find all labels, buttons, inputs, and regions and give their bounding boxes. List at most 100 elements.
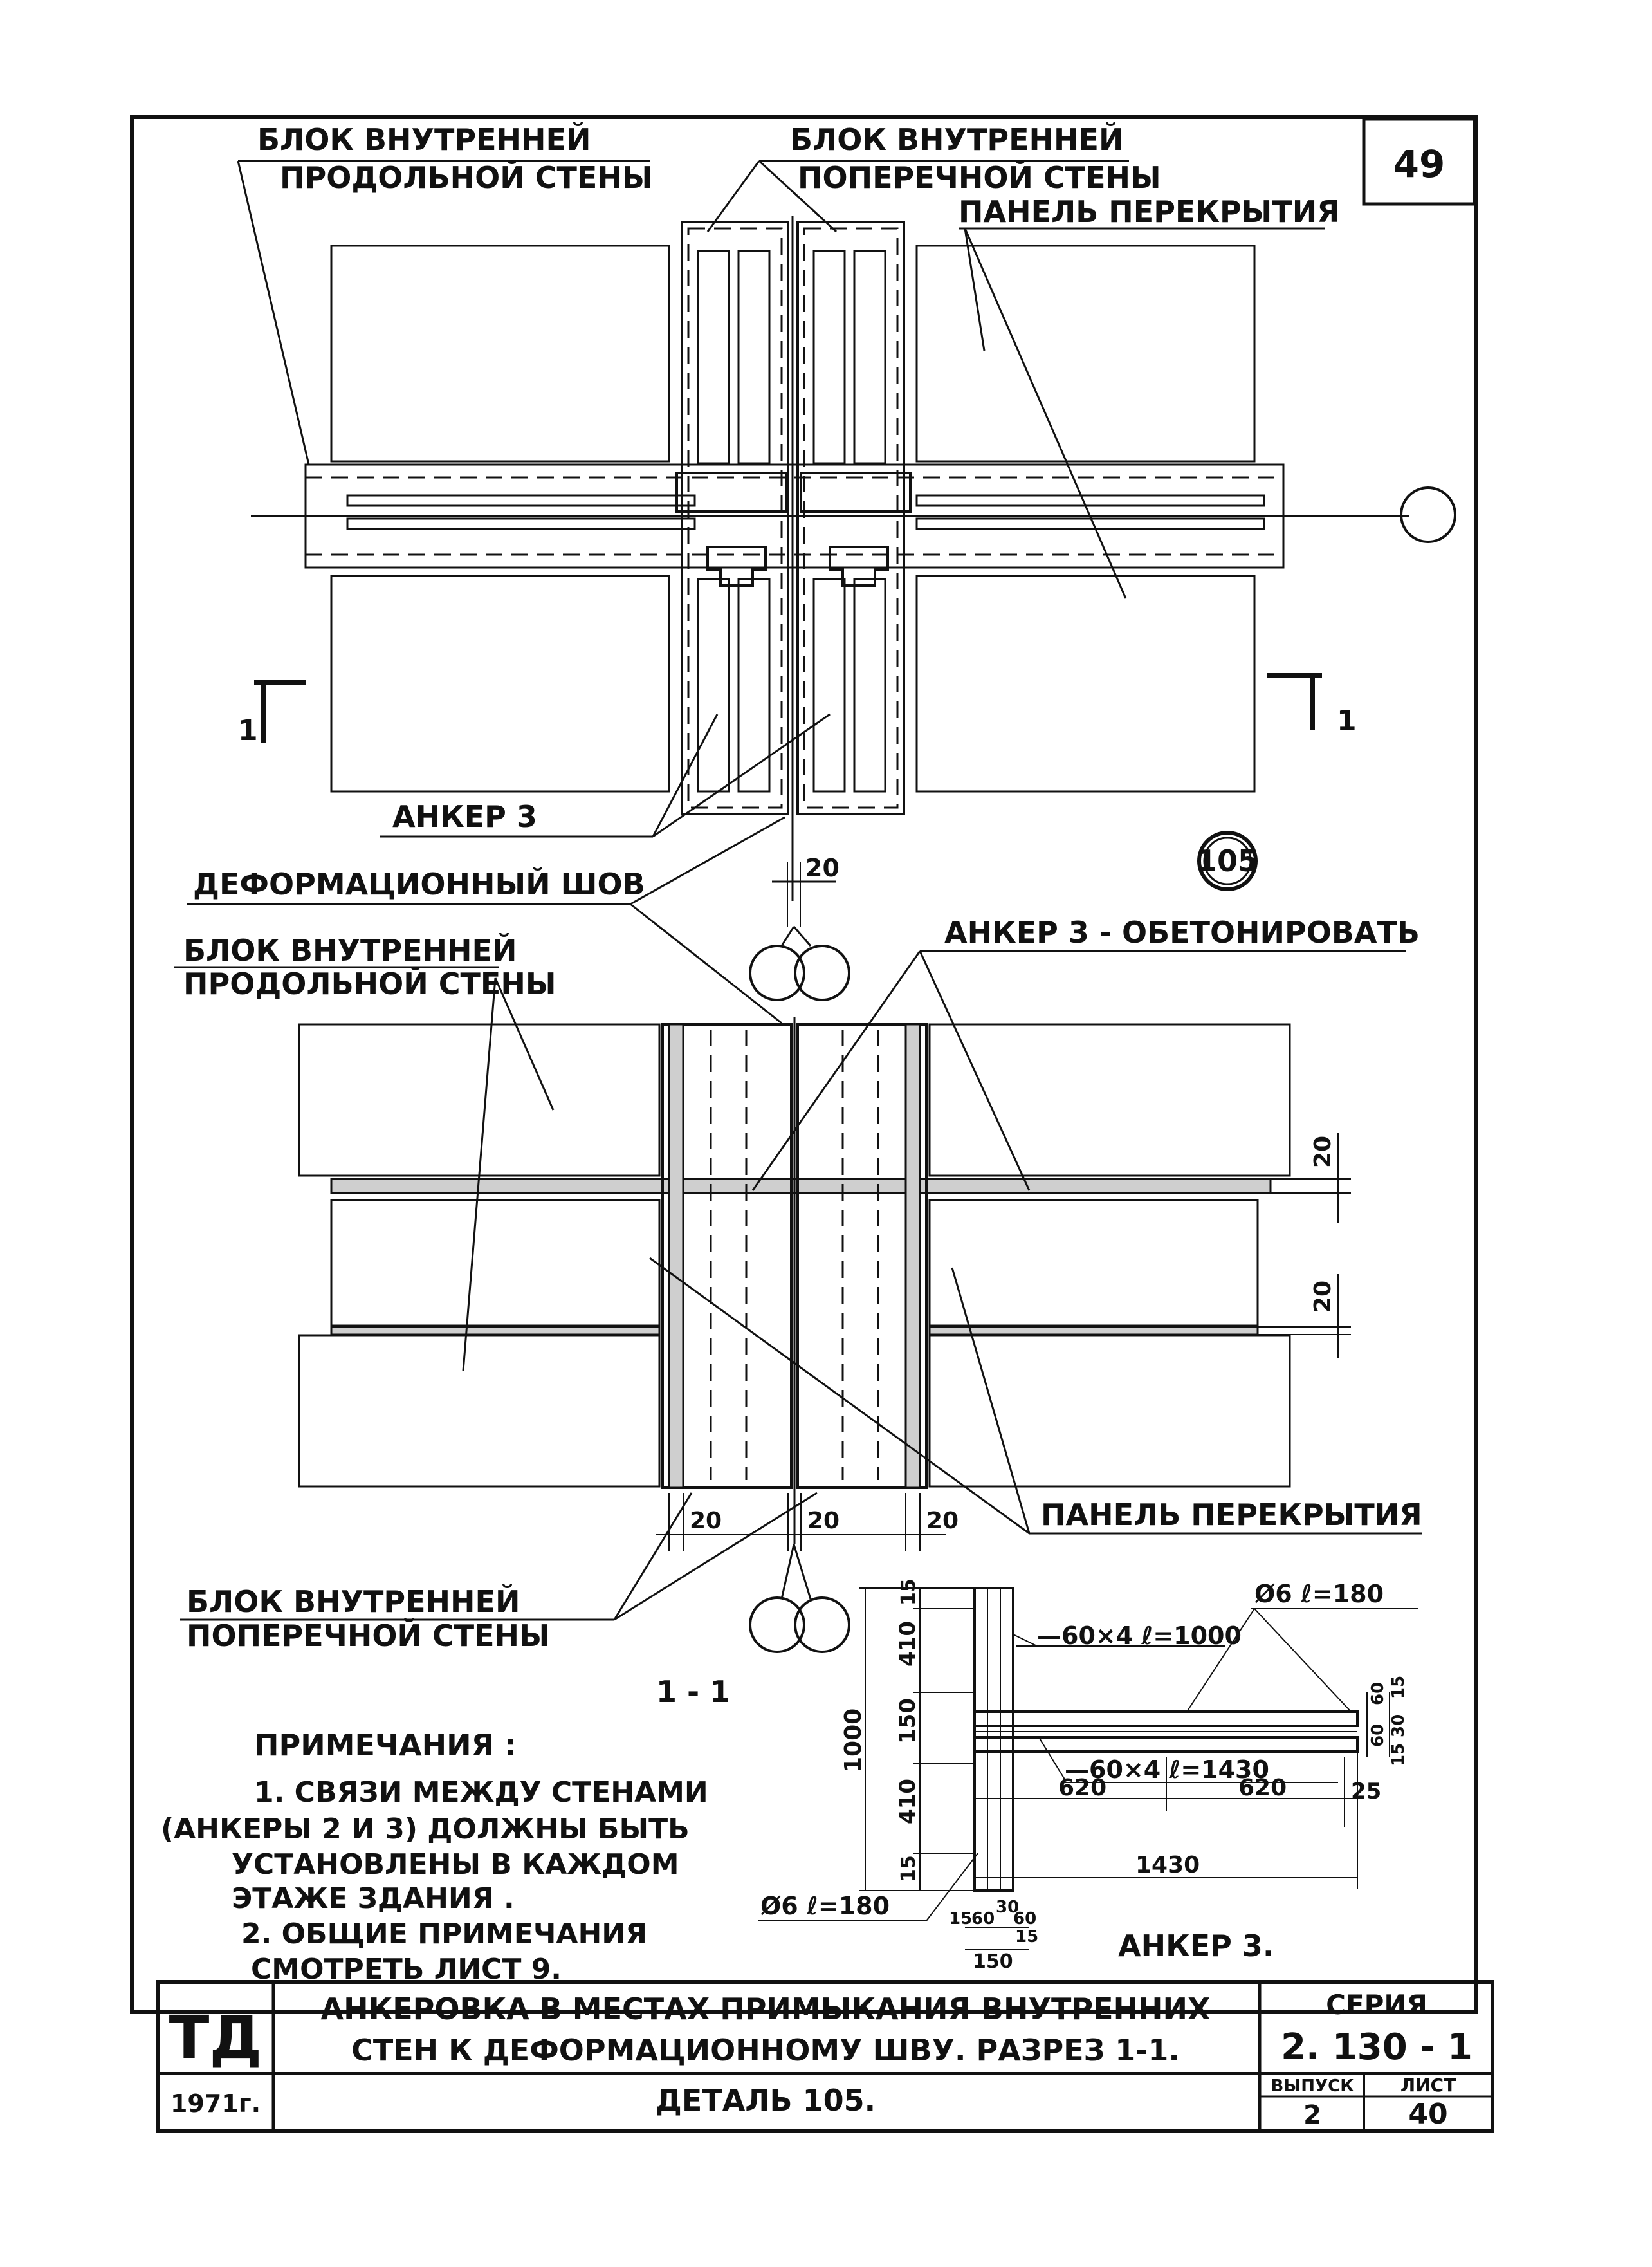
section-block-left-2 bbox=[330, 1199, 661, 1327]
anchor-strip-vertical: —60×4 ℓ=1000 bbox=[1037, 1622, 1242, 1650]
anchor-rod-top: Ø6 ℓ=180 bbox=[1254, 1580, 1384, 1608]
plan-label-cross-wall-2: ПОПЕРЕЧНОЙ СТЕНЫ bbox=[798, 160, 1161, 195]
anchor-dim-r-3: 30 bbox=[1389, 1714, 1408, 1737]
plan-panel-top-left bbox=[330, 245, 670, 463]
notes-line-4: ЭТАЖЕ ЗДАНИЯ . bbox=[232, 1882, 515, 1915]
notes-line-1: 1. СВЯЗИ МЕЖДУ СТЕНАМИ bbox=[254, 1776, 708, 1809]
anchor-dim-r-4: 60 bbox=[1368, 1724, 1388, 1747]
plan-view: 1 1 БЛОК ВНУТРЕННЕЙ ПРОДОЛЬНОЙ СТЕНЫ БЛО… bbox=[237, 122, 1456, 901]
section-label-cross-wall-2: ПОПЕРЕЧНОЙ СТЕНЫ bbox=[187, 1618, 550, 1653]
section-dim-bottom-right: 20 bbox=[926, 1508, 959, 1534]
anchor-rod-bottom: Ø6 ℓ=180 bbox=[760, 1892, 890, 1920]
anchor-dim-v-5: 15 bbox=[897, 1855, 920, 1882]
plan-anchor-4 bbox=[853, 250, 886, 465]
anchor-dim-25: 25 bbox=[1351, 1779, 1381, 1804]
anchor-dim-v-3: 150 bbox=[895, 1698, 921, 1744]
title-block-issue-label: ВЫПУСК bbox=[1271, 2077, 1354, 2096]
title-block-title-line-2: СТЕН К ДЕФОРМАЦИОННОМУ ШВУ. РАЗРЕЗ 1-1. bbox=[351, 2033, 1180, 2068]
label-joint: ДЕФОРМАЦИОННЫЙ ШОВ bbox=[193, 867, 645, 902]
title-block: ТД 1971г. АНКЕРОВКА В МЕСТАХ ПРИМЫКАНИЯ … bbox=[156, 1980, 1494, 2133]
title-block-sheet-value: 40 bbox=[1408, 2098, 1447, 2131]
section-dim-right-2: 20 bbox=[1310, 1281, 1336, 1313]
section-view: 20 20 20 20 20 БЛОК ВНУТРЕННЕЙ ПРОДОЛЬНО… bbox=[174, 915, 1422, 1709]
detail-marker bbox=[1197, 831, 1258, 891]
section-concrete-joint-top bbox=[330, 1178, 1272, 1194]
anchor-dim-r-1: 15 bbox=[1389, 1676, 1408, 1699]
plan-anchor-1 bbox=[697, 250, 730, 465]
anchor-dim-b-2: 60 bbox=[971, 1909, 995, 1929]
plan-axis-circle bbox=[1400, 486, 1456, 543]
anchor-dim-r-2: 60 bbox=[1368, 1682, 1388, 1705]
section-dim-bottom-mid: 20 bbox=[807, 1508, 840, 1534]
anchor-strip-horizontal-shape bbox=[973, 1710, 1359, 1727]
notes-line-5: 2. ОБЩИЕ ПРИМЕЧАНИЯ bbox=[241, 1918, 647, 1950]
title-block-year: 1971г. bbox=[170, 2089, 261, 2118]
section-block-right-3 bbox=[928, 1334, 1291, 1488]
anchor-dim-v-1: 15 bbox=[897, 1578, 920, 1605]
anchor-dim-h-1: 620 bbox=[1058, 1775, 1106, 1801]
plan-label-anchor: АНКЕР 3 bbox=[392, 799, 537, 834]
plan-section-mark-left: 1 bbox=[238, 714, 258, 747]
plan-anchor-8 bbox=[853, 578, 886, 793]
plan-cross-wall-right bbox=[796, 221, 905, 815]
plan-anchor-2 bbox=[737, 250, 771, 465]
section-axis-circle-right bbox=[794, 1596, 850, 1653]
section-label-panel: ПАНЕЛЬ ПЕРЕКРЫТИЯ bbox=[1041, 1497, 1422, 1532]
section-block-left-3 bbox=[298, 1334, 661, 1488]
anchor-dim-b-5: 15 bbox=[1015, 1927, 1038, 1947]
plan-panel-top-right bbox=[915, 245, 1256, 463]
anchor-dim-h-2: 620 bbox=[1238, 1775, 1287, 1801]
plan-panel-bottom-left bbox=[330, 575, 670, 793]
dim-joint: 20 bbox=[805, 854, 840, 882]
detail-number: 105 bbox=[1197, 844, 1258, 878]
notes-line-2: (АНКЕРЫ 2 И 3) ДОЛЖНЫ БЫТЬ bbox=[161, 1813, 690, 1846]
title-block-frame bbox=[156, 1980, 1494, 2133]
page-number: 49 bbox=[1393, 142, 1446, 186]
section-label-anchor-concrete: АНКЕР 3 - ОБЕТОНИРОВАТЬ bbox=[944, 915, 1420, 950]
anchor-title: АНКЕР 3. bbox=[1118, 1929, 1274, 1963]
title-block-subtitle: ДЕТАЛЬ 105. bbox=[656, 2083, 876, 2118]
plan-label-cross-wall-1: БЛОК ВНУТРЕННЕЙ bbox=[790, 122, 1123, 157]
section-block-left-1 bbox=[298, 1023, 661, 1177]
anchor-dim-v-4: 410 bbox=[895, 1779, 921, 1824]
section-dim-bottom-left: 20 bbox=[690, 1508, 722, 1534]
page-number-box bbox=[1362, 117, 1476, 206]
plan-section-mark-right: 1 bbox=[1337, 705, 1357, 737]
plan-anchor-5 bbox=[697, 578, 730, 793]
section-axis-circle-left bbox=[749, 1596, 805, 1653]
plan-node-plate-left bbox=[675, 472, 787, 513]
plan-anchor-7 bbox=[812, 578, 846, 793]
anchor-detail: 15 410 150 410 15 1000 —60×4 ℓ=1000 Ø6 ℓ… bbox=[758, 1578, 1418, 1973]
anchor-dim-b-1: 15 bbox=[949, 1909, 972, 1929]
anchor-dim-total-height: 1000 bbox=[840, 1708, 867, 1773]
plan-node-plate-right bbox=[800, 472, 912, 513]
section-cross-wall-right bbox=[796, 1023, 928, 1489]
plan-label-long-wall-1: БЛОК ВНУТРЕННЕЙ bbox=[257, 122, 591, 157]
plan-anchor-3 bbox=[812, 250, 846, 465]
plan-panel-bottom-right bbox=[915, 575, 1256, 793]
sheet-frame bbox=[130, 115, 1478, 2014]
section-title: 1 - 1 bbox=[656, 1674, 730, 1709]
title-block-series-label: СЕРИЯ bbox=[1326, 1989, 1427, 2021]
anchor-dim-v-2: 410 bbox=[895, 1621, 921, 1667]
notes-title: ПРИМЕЧАНИЯ : bbox=[254, 1728, 517, 1763]
anchor-strip-vertical-shape bbox=[973, 1587, 1014, 1892]
notes: ПРИМЕЧАНИЯ : 1. СВЯЗИ МЕЖДУ СТЕНАМИ (АНК… bbox=[161, 1728, 708, 1986]
anchor-dim-b-3: 30 bbox=[996, 1898, 1019, 1917]
section-label-long-wall-1: БЛОК ВНУТРЕННЕЙ bbox=[183, 933, 517, 968]
section-block-right-2 bbox=[928, 1199, 1259, 1327]
plan-label-long-wall-2: ПРОДОЛЬНОЙ СТЕНЫ bbox=[280, 160, 653, 195]
title-block-org: ТД bbox=[169, 2003, 262, 2072]
title-block-sheet-label: ЛИСТ bbox=[1400, 2075, 1456, 2096]
anchor-dim-r-5: 15 bbox=[1389, 1743, 1408, 1766]
section-label-cross-wall-1: БЛОК ВНУТРЕННЕЙ bbox=[187, 1584, 520, 1619]
plan-cross-wall-left bbox=[681, 221, 789, 815]
title-block-issue-value: 2 bbox=[1303, 2100, 1321, 2130]
section-block-right-1 bbox=[928, 1023, 1291, 1177]
anchor-dim-150: 150 bbox=[973, 1950, 1013, 1973]
section-dim-right-1: 20 bbox=[1310, 1136, 1336, 1168]
anchor-dim-total-length: 1430 bbox=[1135, 1852, 1200, 1878]
anchor-dim-b-4: 60 bbox=[1013, 1909, 1036, 1929]
section-label-long-wall-2: ПРОДОЛЬНОЙ СТЕНЫ bbox=[183, 967, 556, 1001]
